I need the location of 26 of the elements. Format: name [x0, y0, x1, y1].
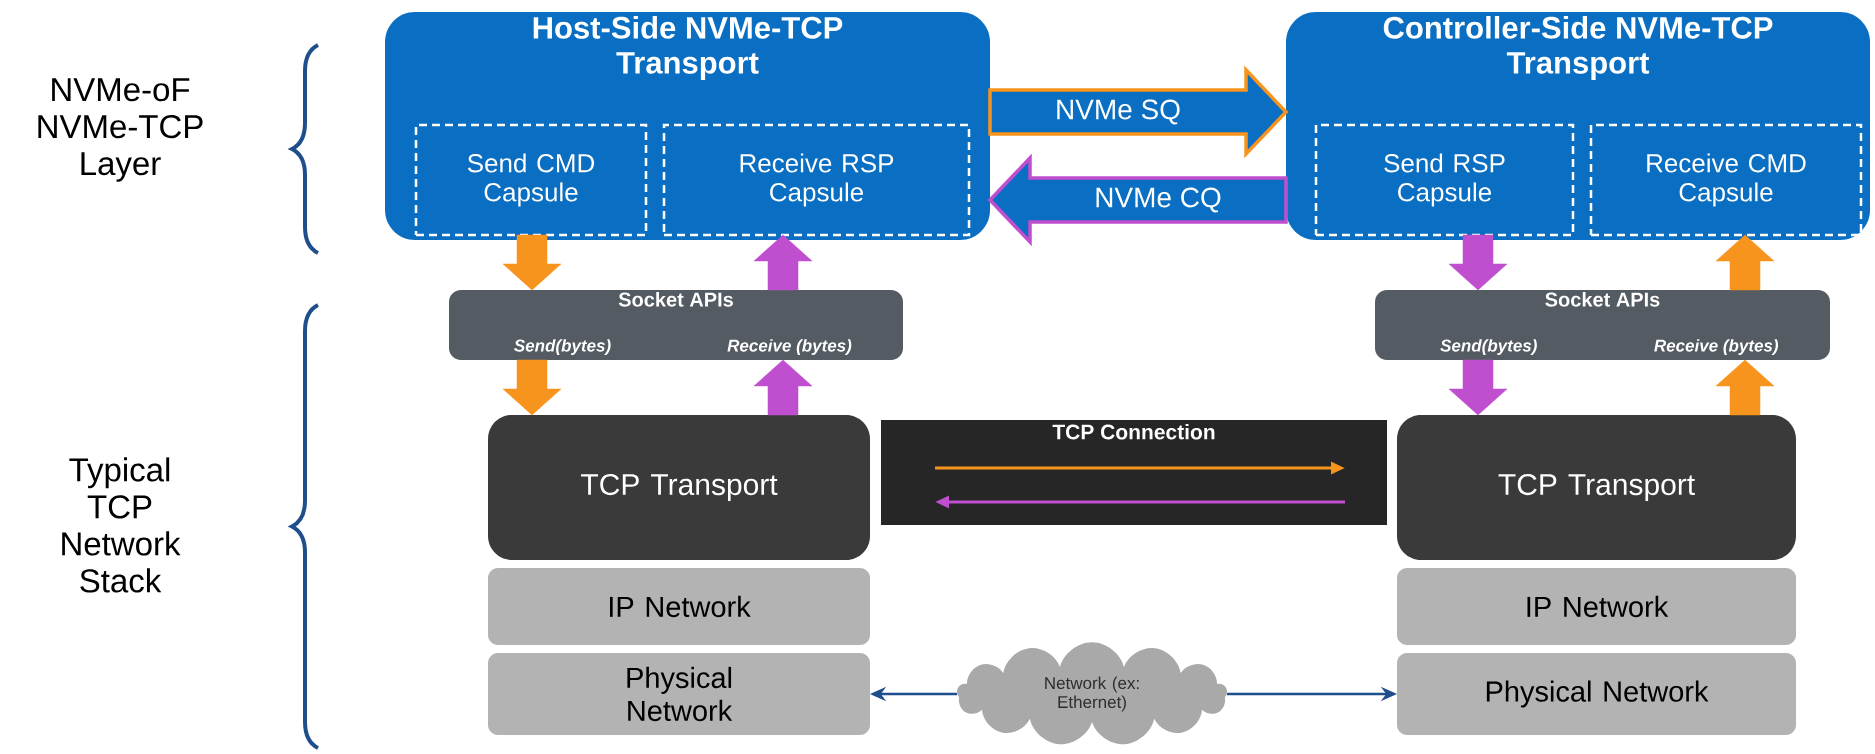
network-layer-box: Physical Network — [488, 653, 870, 735]
socket-api-box: Socket APIs Send(bytes) Receive (bytes) — [1375, 290, 1830, 360]
network-layer-box: IP Network — [1397, 568, 1796, 645]
layer-label: NVMe-oF NVMe-TCP Layer — [38, 78, 203, 182]
edge-label: NVMe SQ — [1054, 98, 1182, 126]
block-arrow — [1715, 359, 1775, 416]
block-arrow — [1448, 359, 1508, 416]
network-cloud: Network (ex: Ethernet) — [957, 642, 1227, 745]
block-arrow — [502, 234, 562, 291]
socket-api-box: Socket APIs Send(bytes) Receive (bytes) — [449, 290, 903, 360]
block-arrow — [753, 234, 813, 291]
tcp-transport-box: TCP Transport — [488, 415, 870, 560]
layer-label: Typical TCP Network Stack — [62, 457, 181, 593]
network-layer-box: Physical Network — [1397, 653, 1796, 735]
block-arrow — [1448, 234, 1508, 291]
block-arrow — [753, 359, 813, 416]
edge-label: NVMe CQ — [1093, 186, 1223, 214]
capsule-box: Send CMD Capsule — [414, 123, 648, 237]
tcp-transport-box: TCP Transport — [1397, 415, 1796, 560]
network-layer-box: IP Network — [488, 568, 870, 645]
capsule-box: Receive CMD Capsule — [1589, 123, 1863, 237]
block-arrow — [1715, 234, 1775, 291]
capsule-box: Send RSP Capsule — [1314, 123, 1575, 237]
capsule-box: Receive RSP Capsule — [662, 123, 971, 237]
connection-box: TCP Connection — [881, 420, 1387, 525]
block-arrow — [502, 359, 562, 416]
